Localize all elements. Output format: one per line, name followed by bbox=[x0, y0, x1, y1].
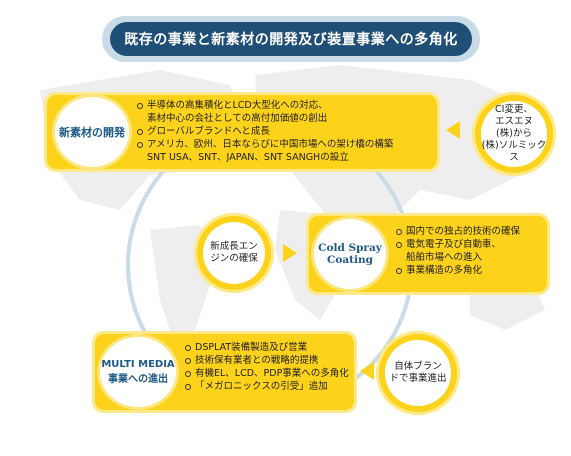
new-material-circle: 新素材の開発 bbox=[52, 94, 132, 170]
bullet-item: DSPLAT装備製造及び営業 bbox=[184, 341, 349, 354]
arrow-right-icon bbox=[283, 244, 297, 262]
new-material-label: 新素材の開発 bbox=[59, 126, 125, 139]
multimedia-circle: MULTI MEDIA 事業への進出 bbox=[97, 334, 179, 410]
bullet-item: 国内での独占的技術の確保 bbox=[395, 225, 520, 238]
multimedia-label-line2: 事業への進出 bbox=[108, 374, 168, 385]
ci-change-circle: CI変更、 エスエヌ (株)から (株)ソルミックス bbox=[472, 92, 556, 176]
new-material-bullets: 半導体の高集積化とLCD大型化への対応、素材中心の会社としての高付加価値の創出 … bbox=[136, 99, 393, 164]
cold-spray-label-line2: Coating bbox=[327, 254, 373, 266]
multimedia-bullets: DSPLAT装備製造及び営業 技術保有業者との戦略的提携 有機EL、LCD、PD… bbox=[184, 341, 349, 393]
own-brand-circle: 自体ブラン ドで事業進出 bbox=[376, 331, 460, 415]
bullet-item: 技術保有業者との戦略的提携 bbox=[184, 354, 349, 367]
ci-change-text: CI変更、 エスエヌ (株)から (株)ソルミックス bbox=[481, 101, 547, 167]
cold-spray-label-line1: Cold Spray bbox=[318, 242, 382, 254]
growth-engine-text: 新成長エン ジンの確保 bbox=[202, 221, 266, 285]
bullet-item: 半導体の高集積化とLCD大型化への対応、素材中心の会社としての高付加価値の創出 bbox=[136, 99, 393, 125]
arrow-left-icon bbox=[446, 121, 460, 139]
cold-spray-circle: Cold Spray Coating bbox=[311, 216, 389, 292]
cold-spray-bullets: 国内での独占的技術の確保 電気電子及び自動車、船舶市場への進入 事業構造の多角化 bbox=[395, 225, 520, 277]
bullet-item: 有機EL、LCD、PDP事業への多角化 bbox=[184, 367, 349, 380]
bullet-item: 電気電子及び自動車、船舶市場への進入 bbox=[395, 238, 520, 264]
arrow-left-icon bbox=[360, 362, 374, 380]
bullet-item: グローバルブランドへと成長 bbox=[136, 125, 393, 138]
bullet-item: 事業構造の多角化 bbox=[395, 264, 520, 277]
growth-engine-circle: 新成長エン ジンの確保 bbox=[194, 213, 274, 293]
multimedia-label-line1: MULTI MEDIA bbox=[101, 359, 175, 370]
title-banner: 既存の事業と新素材の開発及び装置事業への多角化 bbox=[110, 22, 472, 56]
own-brand-text: 自体ブラン ドで事業進出 bbox=[385, 340, 451, 406]
bullet-item: 「メガロニックスの引受」追加 bbox=[184, 380, 349, 393]
